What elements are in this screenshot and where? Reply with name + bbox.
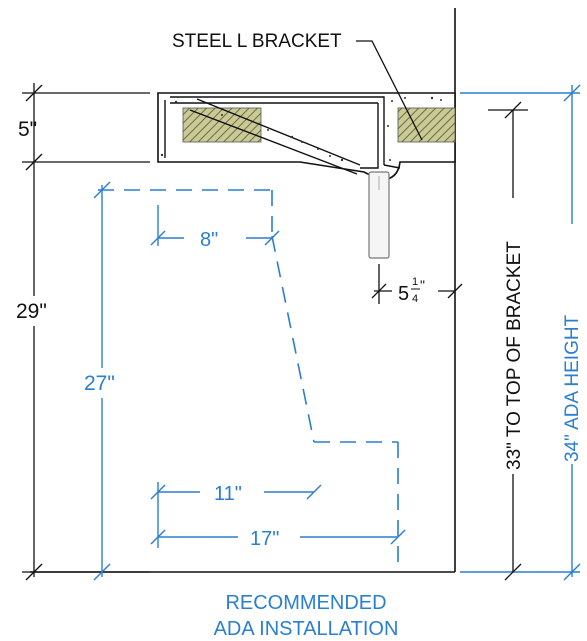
bracket-callout-label: STEEL L BRACKET [172,31,342,52]
countertop-section [157,92,456,259]
dim-toe-depth: 8" [200,229,218,251]
dim-ada-height-label: 34" ADA HEIGHT [562,314,583,462]
dim-lines-black [22,83,150,581]
dim-post-offset-whole: 5 [398,283,409,305]
dim-knee-depth: 11" [214,483,242,505]
dim-under-counter-height: 29" [16,300,47,323]
bracket-callout-leader [356,40,423,141]
wood-support-right [397,107,456,143]
dim-counter-thickness: 5" [18,118,37,141]
dim-post-offset-den: 4 [412,293,418,305]
dim-post-offset: 5 1 4 " [398,276,425,305]
dim-clearance-depth: 17" [250,528,279,550]
wood-support-left [182,107,262,143]
steel-bracket [164,96,401,175]
concrete-texture [160,96,442,162]
caption-line1: RECOMMENDED [225,592,386,614]
caption-line2: ADA INSTALLATION [214,618,399,640]
dim-top-of-bracket-label: 33" TO TOP OF BRACKET [504,241,525,470]
dim-top-of-bracket-lines [488,101,528,581]
knee-clearance-outline [98,189,399,572]
dim-post-offset-lines [371,264,463,304]
dim-knee-height: 27" [84,372,115,395]
dim-post-offset-unit: " [420,277,425,293]
dim-post-offset-num: 1 [412,276,418,288]
support-post [368,171,390,259]
